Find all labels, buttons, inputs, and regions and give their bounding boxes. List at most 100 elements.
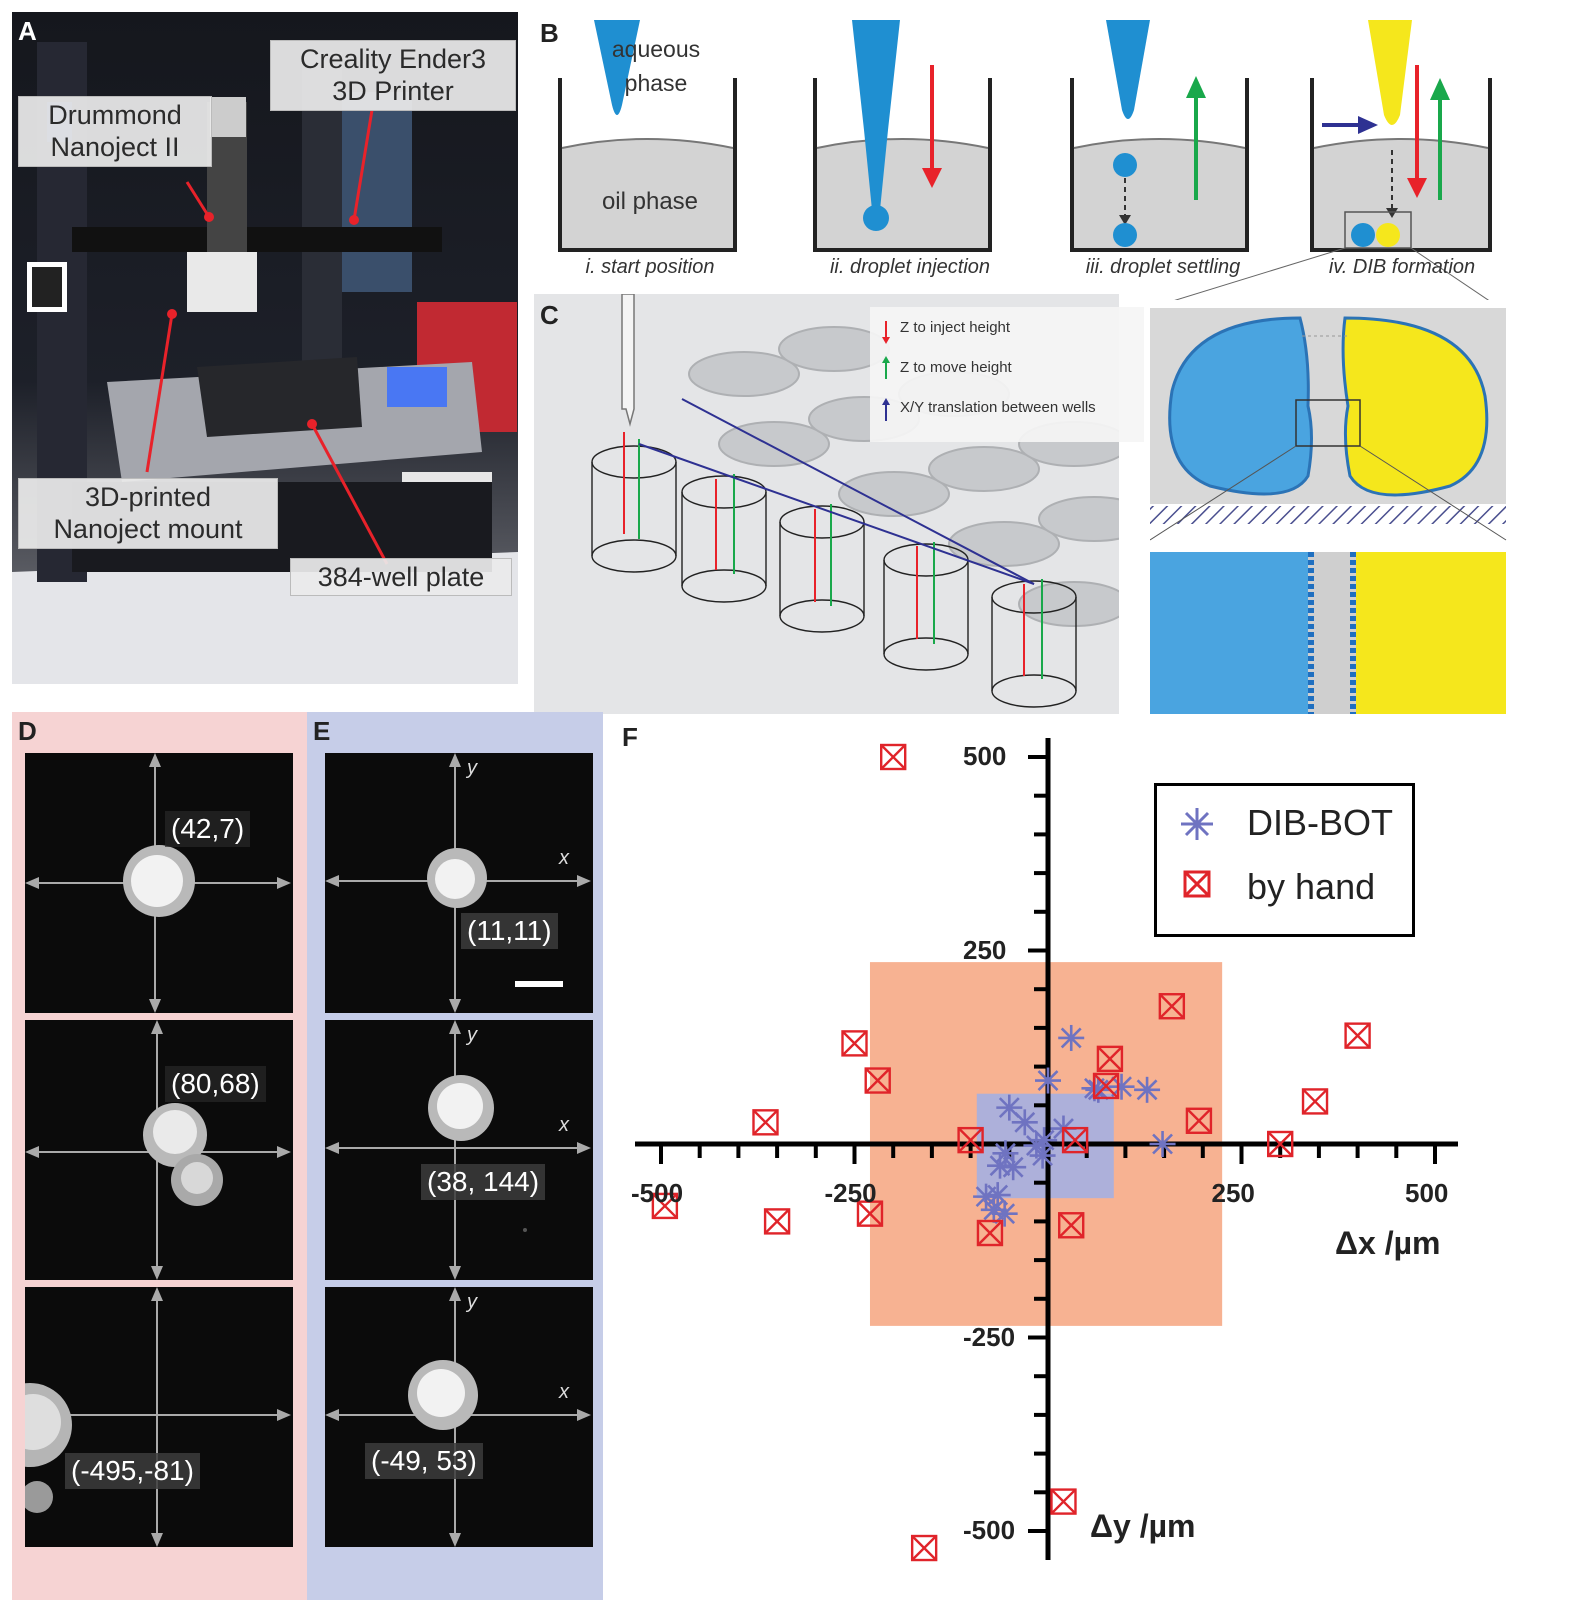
label-mount-line1: 3D-printed: [84, 482, 212, 512]
micrograph-e2: y x (38, 144): [325, 1020, 593, 1280]
legend-boxed-x-icon: [1183, 870, 1211, 898]
y-tick-label: -250: [963, 1321, 1016, 1352]
panel-a-letter: A: [18, 16, 37, 46]
by-hand-point: [841, 1030, 868, 1057]
panel-c-letter: C: [540, 300, 559, 330]
dib-zoom-inset: [1150, 308, 1507, 714]
x-tick-label: 500: [1405, 1178, 1449, 1208]
coord-d3: (-495,-81): [65, 1453, 200, 1489]
panel-b-schematic: [558, 20, 1492, 300]
label-nanoject-line1: Drummond: [48, 100, 182, 130]
dib-bot-point: [1149, 1131, 1176, 1157]
legend-c-xy: X/Y translation between wells: [900, 399, 1096, 416]
by-hand-point: [752, 1109, 779, 1136]
dib-bot-point: [991, 1200, 1018, 1227]
by-hand-point: [957, 1126, 984, 1154]
by-hand-point: [1058, 1212, 1085, 1239]
axis-y-e1: y: [467, 757, 477, 779]
legend-asterisk-icon: [1181, 808, 1213, 840]
beaker-settling: [1070, 20, 1249, 252]
panel-b-letter: B: [540, 18, 559, 48]
label-printer: Creality Ender3 3D Printer: [270, 40, 516, 111]
by-hand-point: [864, 1067, 891, 1094]
dib-bot-point: [1058, 1024, 1085, 1051]
by-hand-point: [880, 743, 907, 771]
coord-d1: (42,7): [165, 811, 251, 847]
by-hand-point: [1050, 1488, 1077, 1515]
label-nanoject-line2: Nanoject II: [50, 132, 180, 163]
panel-c-legend: Z to inject height Z to move height X/Y …: [870, 307, 1144, 442]
panel-d: D (42,7) (80,68) (-495,-81): [12, 712, 307, 1600]
micrograph-e3: y x (-49, 53): [325, 1287, 593, 1547]
by-hand-point: [763, 1208, 791, 1235]
step-start: i. start position: [585, 256, 715, 278]
axis-x-e1: x: [559, 847, 569, 869]
dib-bot-point: [980, 1196, 1007, 1223]
by-hand-point: [1096, 1045, 1124, 1073]
dib-bot-point: [987, 1152, 1014, 1179]
by-hand-point: [1344, 1022, 1371, 1049]
dib-bot-point: [1085, 1076, 1112, 1103]
panel-c: C: [534, 294, 1119, 714]
panel-d-letter: D: [18, 716, 37, 746]
aqueous-line1: aqueous: [611, 36, 701, 62]
axis-y-e2: y: [467, 1024, 477, 1046]
dib-bot-point: [1035, 1067, 1061, 1094]
legend-f-byhand: by hand: [1247, 866, 1376, 907]
beaker-injection: [813, 20, 992, 252]
label-printer-line2: 3D Printer: [332, 76, 454, 107]
panel-e-letter: E: [313, 716, 331, 746]
y-tick-label: 250: [963, 934, 1007, 965]
dib-bot-point: [1134, 1076, 1161, 1103]
by-hand-point: [1092, 1072, 1120, 1100]
by-hand-point: [1267, 1130, 1294, 1158]
panel-e: E y x (11,11) y x (38, 144) y: [307, 712, 603, 1600]
well-plate-illustration: [534, 294, 1119, 714]
by-hand-point: [910, 1534, 938, 1562]
axis-x-e2: x: [559, 1114, 569, 1136]
by-hand-point: [1158, 993, 1186, 1020]
dib-bot-point: [1011, 1109, 1038, 1136]
x-tick-label: -500: [631, 1178, 684, 1208]
legend-c-move: Z to move height: [900, 359, 1012, 376]
axis-x-e3: x: [559, 1381, 569, 1403]
x-axis-title: Δx /µm: [1335, 1225, 1441, 1261]
label-mount-line2: Nanoject mount: [53, 514, 243, 545]
step-settling: iii. droplet settling: [1085, 256, 1241, 278]
panel-f-legend: DIB-BOT by hand: [1154, 783, 1415, 937]
coord-e2: (38, 144): [421, 1164, 546, 1200]
oil-phase-label: oil phase: [601, 188, 699, 215]
by-hand-point: [856, 1200, 884, 1227]
label-printer-line1: Creality Ender3: [299, 44, 487, 74]
dib-bot-point: [1023, 1132, 1050, 1159]
axis-y-e3: y: [467, 1291, 477, 1313]
coord-d2: (80,68): [165, 1066, 266, 1102]
dib-bot-point: [1108, 1073, 1135, 1100]
panel-f-letter: F: [622, 722, 638, 752]
y-tick-label: 500: [963, 741, 1007, 771]
label-mount: 3D-printed Nanoject mount: [18, 478, 278, 549]
micrograph-d3: (-495,-81): [25, 1287, 293, 1547]
by-hand-point: [976, 1219, 1004, 1247]
y-tick-label: -500: [963, 1515, 1016, 1545]
step-injection: ii. droplet injection: [829, 256, 991, 278]
panel-a: A Creality Ender3 3D Printer Drummond Na…: [12, 12, 518, 684]
aqueous-line2: phase: [624, 70, 688, 96]
legend-f-dibbot: DIB-BOT: [1247, 802, 1394, 843]
legend-c-inject: Z to inject height: [900, 319, 1011, 336]
by-hand-point: [651, 1192, 679, 1220]
beaker-start: [558, 20, 737, 252]
y-axis-title: Δy /µm: [1090, 1508, 1196, 1544]
label-nanoject: Drummond Nanoject II: [18, 96, 212, 167]
by-hand-point: [1061, 1126, 1089, 1154]
dib-bot-point: [1029, 1142, 1056, 1169]
dib-bot-point: [1000, 1154, 1027, 1181]
panel-f-chart: [635, 738, 1458, 1562]
beaker-dib: [1174, 20, 1492, 300]
micrograph-d2: (80,68): [25, 1020, 293, 1280]
step-dib: iv. DIB formation: [1328, 256, 1476, 278]
coord-e3: (-49, 53): [365, 1443, 483, 1479]
x-tick-label: 250: [1211, 1178, 1255, 1208]
label-plate: 384-well plate: [290, 558, 512, 597]
coord-e1: (11,11): [461, 913, 558, 949]
